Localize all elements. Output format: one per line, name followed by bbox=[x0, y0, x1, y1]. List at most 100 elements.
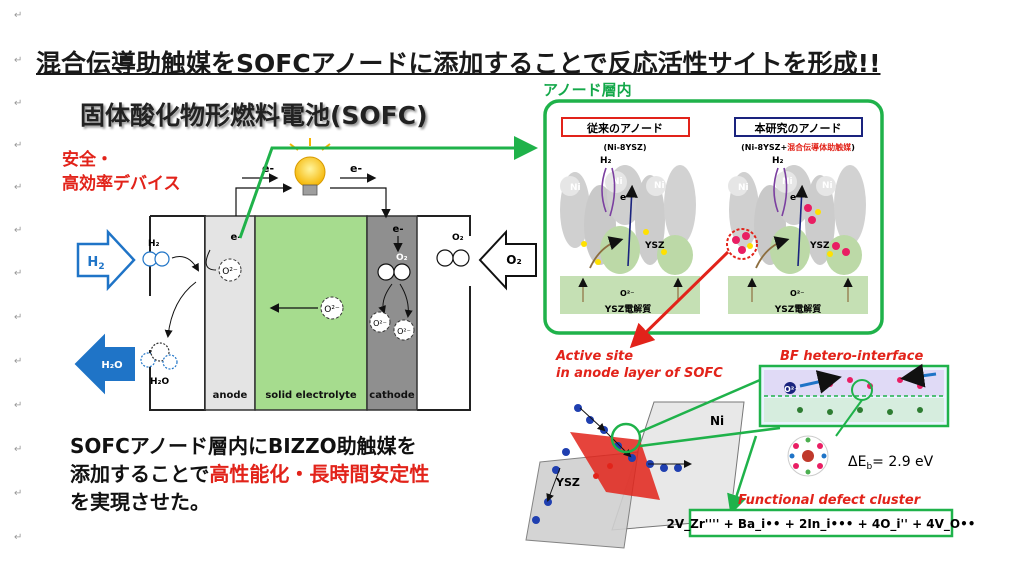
defect-formula: 2V_Zr'''' + Ba_i•• + 2In_i••• + 4O_i'' +… bbox=[667, 517, 976, 532]
conventional-h2-path bbox=[601, 167, 607, 213]
h2o-outlet-label: H₂O bbox=[101, 360, 122, 371]
conventional-anode-box bbox=[561, 117, 690, 137]
zoom-circle bbox=[610, 422, 642, 454]
circuit-wire-left bbox=[235, 183, 293, 216]
paragraph-marker: ↵ bbox=[14, 225, 23, 236]
o2-inlet-label: O₂ bbox=[506, 253, 521, 267]
paragraph-marker: ↵ bbox=[14, 55, 23, 66]
diagram-subtitle: 固体酸化物形燃料電池(SOFC) bbox=[80, 101, 428, 130]
defect-formula-box bbox=[688, 508, 954, 538]
conventional-ni-label-2: Ni bbox=[612, 177, 623, 187]
anode-curve bbox=[205, 249, 217, 271]
h2o-molecule bbox=[140, 342, 178, 370]
cathode-o2-label: O₂ bbox=[396, 253, 408, 263]
defect-cluster-structure bbox=[787, 435, 829, 477]
cathode-o2-ion-2 bbox=[393, 319, 415, 341]
light-bulb-icon bbox=[289, 138, 331, 196]
anode-o2-ion bbox=[218, 258, 242, 282]
electrolyte-layer bbox=[254, 215, 368, 411]
cathode-curve-arrow-1 bbox=[378, 283, 393, 314]
bf-ion-arrow-2 bbox=[900, 363, 937, 388]
conventional-ni-label-3: Ni bbox=[654, 181, 665, 191]
summary-highlight: 高性能化・長時間安定性 bbox=[209, 462, 430, 486]
lower-ysz-label: YSZ bbox=[555, 476, 580, 489]
this-work-ni-label-3: Ni bbox=[822, 181, 833, 191]
cathode-label: cathode bbox=[369, 390, 415, 401]
cathode-housing bbox=[417, 215, 471, 411]
lower-ion-arrow-4 bbox=[546, 467, 561, 502]
anode-layer bbox=[204, 215, 256, 411]
page-title: 混合伝導助触媒をSOFCアノードに添加することで反応活性サイトを形成!! bbox=[36, 49, 881, 78]
zoom-line-to-bf-2 bbox=[639, 426, 781, 448]
h2o-flow-arrow bbox=[164, 281, 197, 338]
energy-barrier: ΔEb= 2.9 eV bbox=[848, 454, 934, 472]
paragraph-marker: ↵ bbox=[14, 400, 23, 411]
conventional-e-label: e⁻ bbox=[620, 193, 631, 203]
circuit-wire-right bbox=[330, 187, 391, 219]
conventional-electrolyte-label: YSZ電解質 bbox=[604, 303, 652, 315]
h2-inlet-label: H2 bbox=[87, 255, 104, 272]
cathode-curve-arrow-2 bbox=[399, 283, 413, 318]
paragraph-marker: ↵ bbox=[14, 140, 23, 151]
cathode-layer bbox=[366, 215, 418, 411]
cathode-o2-molecule bbox=[377, 263, 411, 281]
cathode-e-label: e- bbox=[393, 224, 404, 235]
this-work-electrolyte-label: YSZ電解質 bbox=[774, 303, 822, 315]
conventional-anode-label: 従来のアノード bbox=[586, 121, 663, 135]
this-work-e-path bbox=[795, 184, 808, 267]
this-work-h2-path bbox=[773, 167, 779, 213]
zoom-line-to-bf bbox=[639, 378, 761, 434]
o2-molecule bbox=[436, 249, 470, 267]
paragraph-marker: ↵ bbox=[14, 488, 23, 499]
h2-molecule-label: H₂ bbox=[148, 239, 160, 249]
electrolyte-o2-ion-label: O²⁻ bbox=[324, 305, 340, 315]
anode-label: anode bbox=[213, 390, 248, 401]
conventional-ni-label-1: Ni bbox=[570, 183, 581, 193]
active-site-label-1: Active site bbox=[555, 349, 633, 364]
bf-ion-arrow bbox=[799, 370, 842, 394]
paragraph-marker: ↵ bbox=[14, 444, 23, 455]
bf-label: BF hetero-interface bbox=[780, 349, 923, 364]
electrolyte-label: solid electrolyte bbox=[265, 390, 357, 401]
active-site-label-2: in anode layer of SOFC bbox=[556, 366, 723, 381]
this-work-o2-label: O²⁻ bbox=[790, 289, 805, 298]
conventional-o2-label: O²⁻ bbox=[620, 289, 635, 298]
lower-ni-label: Ni bbox=[710, 414, 724, 428]
e-label-right: e- bbox=[350, 162, 362, 175]
cathode-o2-ion-1 bbox=[369, 311, 391, 333]
h2o-molecule-label: H₂O bbox=[150, 377, 169, 387]
paragraph-marker: ↵ bbox=[14, 356, 23, 367]
this-work-ysz-label: YSZ bbox=[809, 241, 830, 251]
summary-text: SOFCアノード層内にBIZZO助触媒を 添加することで高性能化・長時間安定性 … bbox=[70, 432, 429, 516]
anode-layer-label: アノード層内 bbox=[543, 81, 632, 99]
electrolyte-o2-ion bbox=[320, 296, 344, 320]
bf-lattice bbox=[764, 370, 944, 422]
cathode-o2-ion-2-label: O²⁻ bbox=[397, 327, 411, 336]
o2-inlet-arrow bbox=[478, 229, 537, 291]
h2o-outlet-arrow bbox=[74, 333, 135, 395]
cathode-o2-ion-1-label: O²⁻ bbox=[373, 319, 387, 328]
bf-o2-label: O²⁻ bbox=[784, 385, 799, 394]
this-work-ni-label-2: Ni bbox=[782, 177, 793, 187]
lower-ion-arrow-1 bbox=[579, 407, 606, 432]
anode-o2-ion-label: O²⁻ bbox=[222, 267, 238, 277]
anode-panel bbox=[543, 99, 884, 335]
summary-line2: 添加することで高性能化・長時間安定性 bbox=[70, 460, 429, 488]
conventional-h2-label: H₂ bbox=[600, 156, 612, 166]
conventional-h2-path-2 bbox=[609, 167, 616, 217]
o2-molecule-label: O₂ bbox=[452, 233, 464, 243]
this-work-anode-box bbox=[734, 117, 863, 137]
summary-line3: を実現させた。 bbox=[70, 490, 210, 514]
h2-flow-arrow bbox=[171, 256, 199, 272]
this-work-o-path bbox=[755, 236, 790, 269]
this-work-h2-path-2 bbox=[781, 167, 788, 217]
active-site-pointer-arrow bbox=[629, 250, 730, 349]
defect-pointer-arrow bbox=[727, 435, 758, 515]
this-work-formula: (Ni-8YSZ+混合伝導体助触媒) bbox=[741, 142, 855, 152]
paragraph-marker: ↵ bbox=[14, 98, 23, 109]
paragraph-marker: ↵ bbox=[14, 532, 23, 543]
h2-inlet-arrow bbox=[76, 228, 136, 292]
safe-label: 安全・ 高効率デバイス bbox=[62, 148, 181, 196]
conventional-o-path bbox=[589, 236, 624, 269]
